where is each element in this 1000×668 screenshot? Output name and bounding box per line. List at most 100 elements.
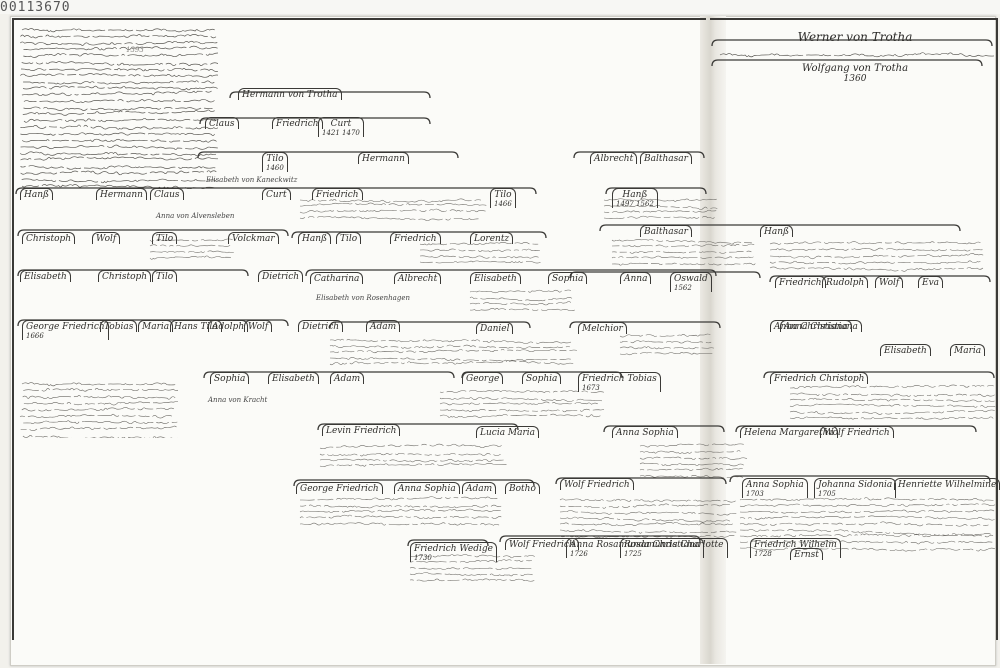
gen10-person-3: Botho [505, 482, 540, 494]
handwriting-strokes-lower [18, 382, 178, 438]
tree-connector-18 [573, 151, 705, 159]
gen2-person-1: Friedrich [272, 117, 323, 129]
person-name: George [466, 374, 500, 384]
person-name: Christoph [26, 234, 72, 244]
root-person-0: Hermann von Trotha [238, 88, 342, 100]
gen4-person-1: Hermann [96, 188, 147, 200]
person-name: Botho [509, 484, 536, 494]
person-note: 1730 [414, 554, 432, 562]
gen6-person-2: Tilo [152, 270, 178, 282]
gen7-person-4: Adolph [208, 320, 249, 332]
gen6-person-7: Sophia [548, 272, 588, 284]
person-note: 1421 1470 [322, 129, 360, 137]
gen11-person-5: Ernst [790, 548, 823, 560]
gen3-person-2: Albrecht [590, 152, 638, 164]
handwritten-annotation-7 [560, 498, 737, 538]
person-name: Hermann [362, 154, 405, 164]
gen3-person-1: Hermann [358, 152, 409, 164]
spouse-line: Anna von Kracht [208, 396, 268, 404]
gen10-person-0: George Friedrich [296, 482, 383, 494]
tree-connector-25 [711, 59, 983, 67]
person-name: George Friedrich [26, 322, 105, 332]
person-name: Friedrich [316, 190, 359, 200]
gen6-person-3: Dietrich [258, 270, 304, 282]
right_extra-person-2: Maria [950, 344, 986, 356]
gen7-person-5: Wolf [244, 320, 273, 332]
person-name: Wolf [96, 234, 117, 244]
gen5-person-1: Wolf [92, 232, 121, 244]
gen7-person-9: Melchior [578, 322, 627, 334]
person-name: Tilo [156, 234, 174, 244]
gen6-person-1: Christoph [98, 270, 152, 282]
tree-connector-10 [203, 371, 455, 379]
person-name: Curt [266, 190, 287, 200]
person-name: Tilo [156, 272, 174, 282]
person-name: Wolf Friedrich [509, 540, 575, 550]
person-name: Dietrich [262, 272, 300, 282]
person-name: Tobias [104, 322, 134, 332]
gen5-person-8: Friedrich [775, 276, 826, 288]
person-note: 1728 [754, 550, 772, 558]
person-name: Rudolph [826, 278, 865, 288]
note-year: 1393 [126, 46, 144, 54]
gen2-person-0: Claus [205, 117, 239, 129]
archive-number: 00113670 [0, 0, 71, 15]
gen8-person-4: Sophia [522, 372, 562, 384]
person-name: Friedrich Wilhelm [754, 540, 837, 550]
gen11-person-1: Wolf Friedrich [505, 538, 579, 550]
tree-connector-26 [711, 39, 993, 47]
person-name: Helena Margaretha [744, 428, 834, 438]
person-name: Lucia Maria [480, 428, 536, 438]
person-name: Hanß [622, 190, 648, 200]
person-name: Sophia [214, 374, 246, 384]
person-name: Eva [922, 278, 940, 288]
person-name: Hans Tilo [174, 322, 218, 332]
gen9-person-4: Wolf Friedrich [820, 426, 894, 438]
gen6-person-0: Elisabeth [20, 270, 71, 282]
gen10-person-7: Henriette Wilhelmine [894, 478, 1000, 490]
person-name: Elisabeth [24, 272, 67, 282]
gen7-person-2: Maria [138, 320, 174, 332]
handwritten-annotation-11 [612, 239, 755, 266]
person-name: Volckmar [232, 234, 275, 244]
handwritten-annotation-8 [740, 497, 996, 552]
gen5-person-2: Tilo [152, 232, 178, 244]
gen5-person-0: Christoph [22, 232, 76, 244]
person-name: Oswald [674, 274, 708, 284]
gen5-person-3: Volckmar [228, 232, 279, 244]
person-name: Lorentz [474, 234, 510, 244]
gen6-person-5: Albrecht [394, 272, 442, 284]
gen5-person-5: Tilo [336, 232, 362, 244]
person-name: Adam [334, 374, 361, 384]
tree-connector-14 [555, 477, 727, 485]
person-name: Hermann von Trotha [242, 90, 338, 100]
gen5-person-10: Wolf [875, 276, 904, 288]
gen5-person-4: Hanß [298, 232, 332, 244]
gen9-person-0: Levin Friedrich [322, 424, 401, 436]
spouse-line: Elisabeth von Rosenhagen [316, 294, 410, 302]
gen9-person-2: Anna Sophia [612, 426, 678, 438]
right_extra-person-0: Anna Christiana [770, 320, 852, 332]
gen4-person-7: Balthasar [640, 225, 692, 237]
person-name: Tilo [266, 154, 284, 164]
person-name: Anna Rosamunda Christiana [570, 540, 701, 550]
person-note: 1703 [746, 490, 764, 498]
person-name: Johanna Sidonia [818, 480, 893, 490]
person-name: Friedrich Tobias [582, 374, 657, 384]
person-name: Sophia [552, 274, 584, 284]
person-name: Maria [142, 322, 170, 332]
person-note: 1562 [674, 284, 692, 292]
person-name: Maria [954, 346, 982, 356]
person-note: 1460 [266, 164, 284, 172]
person-name: Hanß [302, 234, 328, 244]
year-text: 1360 [843, 74, 867, 84]
gen7-person-1: Tobias [100, 320, 138, 332]
person-name: Friedrich Wedige [414, 544, 493, 554]
tree-connector-0 [229, 91, 431, 99]
person-name: Daniel [480, 324, 510, 334]
person-note: 1466 [494, 200, 512, 208]
